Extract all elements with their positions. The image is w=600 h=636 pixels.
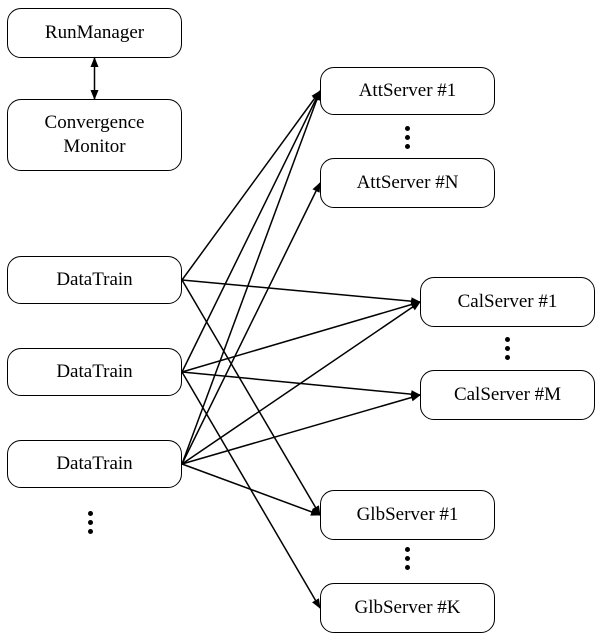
edge-datatrain_3-to-att_server_1 <box>181 90 321 465</box>
datatrain-node-3: DataTrain <box>7 440 182 488</box>
datatrain-label: DataTrain <box>56 269 133 291</box>
edge-datatrain_1-to-glb_server_1 <box>181 279 321 516</box>
edge-datatrain_2-to-cal_server_1 <box>181 300 421 373</box>
datatrain-node-1: DataTrain <box>7 256 182 304</box>
convergence-monitor-label-line2: Monitor <box>63 136 126 157</box>
edge-datatrain_3-to-cal_server_1 <box>181 301 421 465</box>
att-server-n-label: AttServer #N <box>356 172 459 194</box>
datatrain-label: DataTrain <box>56 453 133 475</box>
cal-server-1-label: CalServer #1 <box>457 291 558 313</box>
glb-server-ellipsis <box>404 547 410 574</box>
datatrain-node-2: DataTrain <box>7 348 182 396</box>
glb-server-1-node: GlbServer #1 <box>320 490 495 540</box>
datatrain-ellipsis <box>87 511 93 538</box>
edge-datatrain_3-to-glb_server_1 <box>181 463 321 516</box>
datatrain-label: DataTrain <box>56 361 133 383</box>
edge-datatrain_3-to-cal_server_m <box>181 393 421 465</box>
glb-server-1-label: GlbServer #1 <box>356 504 459 526</box>
att-server-1-node: AttServer #1 <box>320 67 495 115</box>
convergence-monitor-node: Convergence Monitor <box>7 99 182 171</box>
cal-server-1-node: CalServer #1 <box>420 277 595 327</box>
edge-datatrain_1-to-att_server_1 <box>181 90 321 281</box>
att-server-ellipsis <box>404 126 410 153</box>
run-manager-node: RunManager <box>7 8 182 58</box>
edge-datatrain_1-to-cal_server_1 <box>181 279 421 306</box>
cal-server-m-label: CalServer #M <box>453 384 562 406</box>
att-server-1-label: AttServer #1 <box>358 80 457 102</box>
edge-datatrain_3-to-att_server_n <box>181 182 321 465</box>
edge-datatrain_2-to-att_server_1 <box>181 90 321 373</box>
cal-server-ellipsis <box>504 337 510 364</box>
run-manager-label: RunManager <box>44 22 145 44</box>
att-server-n-node: AttServer #N <box>320 158 495 208</box>
convergence-monitor-label-line1: Convergence <box>44 112 145 134</box>
cal-server-m-node: CalServer #M <box>420 370 595 420</box>
glb-server-k-node: GlbServer #K <box>320 583 495 633</box>
glb-server-k-label: GlbServer #K <box>354 597 461 619</box>
